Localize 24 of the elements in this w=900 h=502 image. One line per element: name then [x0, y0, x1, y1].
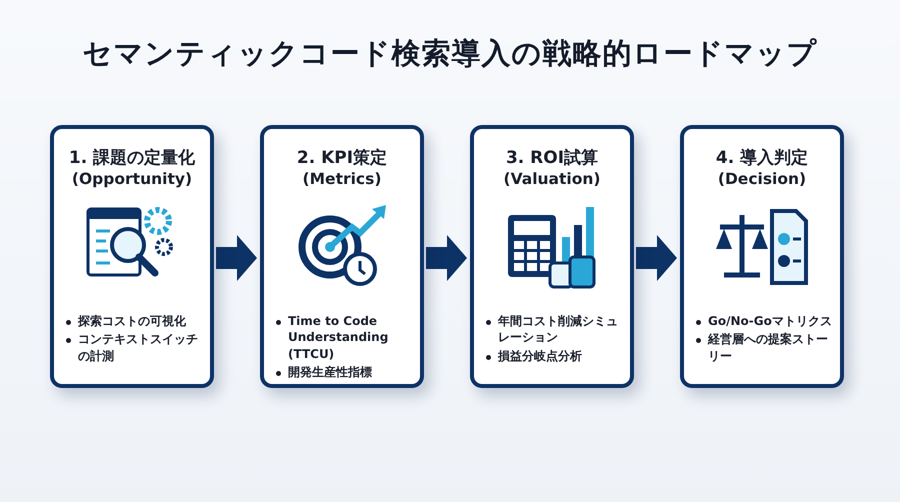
bullet-text: 探索コストの可視化	[78, 313, 186, 330]
bullet-text: コンテキストスイッチの計測	[78, 331, 199, 364]
step-card	[260, 125, 424, 388]
arrow	[426, 235, 467, 281]
step-heading: 1. 課題の定量化	[68, 147, 196, 170]
step-heading: 2. KPI策定	[296, 147, 388, 170]
diagram-title: セマンティックコード検索導入の戦略的ロードマップ	[82, 35, 818, 72]
step-subtitle: (Valuation)	[504, 169, 600, 190]
bullet-text: Time to Code Understanding (TTCU)	[288, 313, 390, 362]
step-card	[470, 125, 634, 388]
step-heading: 3. ROI試算	[506, 147, 598, 170]
step-subtitle: (Opportunity)	[72, 169, 192, 190]
step-card	[50, 125, 214, 388]
step-heading: 4. 導入判定	[716, 147, 808, 170]
arrow	[216, 235, 257, 281]
step-subtitle: (Decision)	[718, 169, 806, 190]
bullet-text: Go/No-Goマトリクス	[708, 313, 832, 330]
step-subtitle: (Metrics)	[302, 169, 382, 190]
step-card	[680, 125, 844, 388]
arrow	[636, 235, 677, 281]
bullet-text: 損益分岐点分析	[498, 348, 582, 364]
bullet-text: 経営層への提案ストーリー	[708, 331, 829, 364]
bullet-text: 開発生産性指標	[288, 364, 372, 380]
bullet-text: 年間コスト削減シミュレーション	[498, 313, 619, 346]
